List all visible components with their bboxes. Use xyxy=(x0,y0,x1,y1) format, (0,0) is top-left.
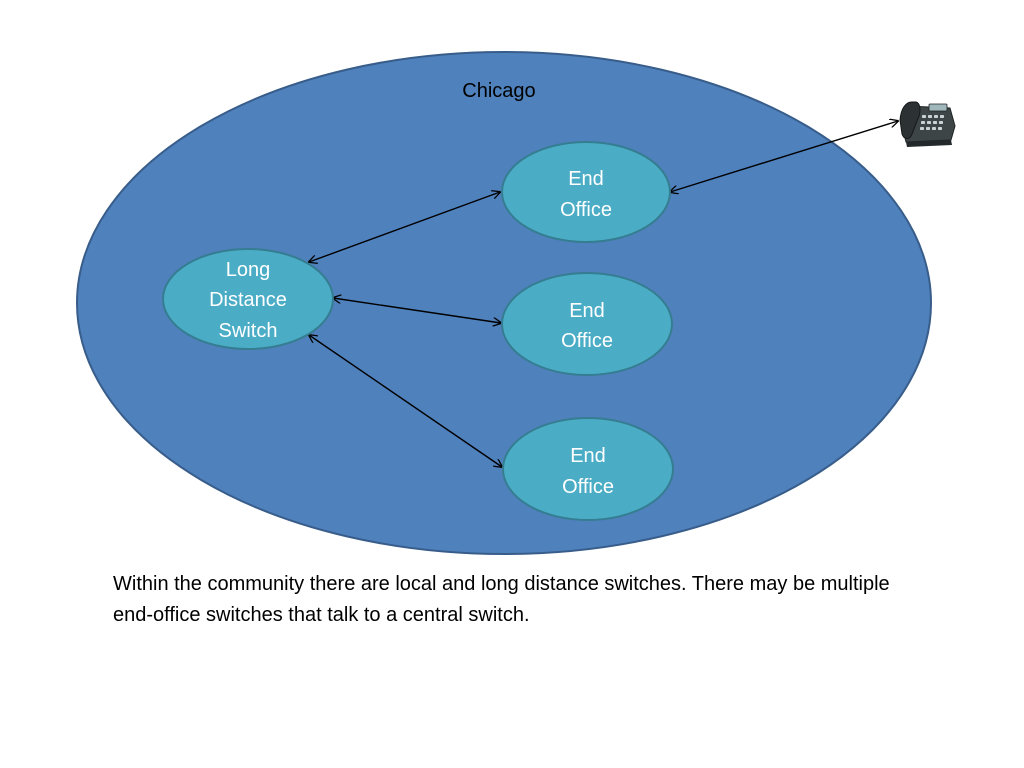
node-label-line: Office xyxy=(561,330,613,352)
desk-telephone-icon xyxy=(899,101,956,147)
edge-switch-to-end-office-2 xyxy=(333,298,501,323)
node-label-line: End xyxy=(570,445,606,467)
node-label-line: End xyxy=(569,300,605,322)
node-label-line: Switch xyxy=(219,320,278,342)
node-end-office-2: End Office xyxy=(501,272,673,376)
node-long-distance-switch: Long Distance Switch xyxy=(162,248,334,350)
edge-switch-to-end-office-1 xyxy=(309,192,500,262)
node-label-line: Office xyxy=(562,476,614,498)
node-label-line: End xyxy=(568,168,604,190)
node-label-line: Long xyxy=(226,259,271,281)
edge-end-office-1-to-telephone xyxy=(670,121,898,192)
node-label-line: Office xyxy=(560,199,612,221)
node-end-office-3: End Office xyxy=(502,417,674,521)
slide-caption: Within the community there are local and… xyxy=(113,573,890,626)
node-end-office-1: End Office xyxy=(501,141,671,243)
node-label-line: Distance xyxy=(209,289,287,311)
region-label: Chicago xyxy=(462,80,535,102)
edge-switch-to-end-office-3 xyxy=(309,335,502,467)
